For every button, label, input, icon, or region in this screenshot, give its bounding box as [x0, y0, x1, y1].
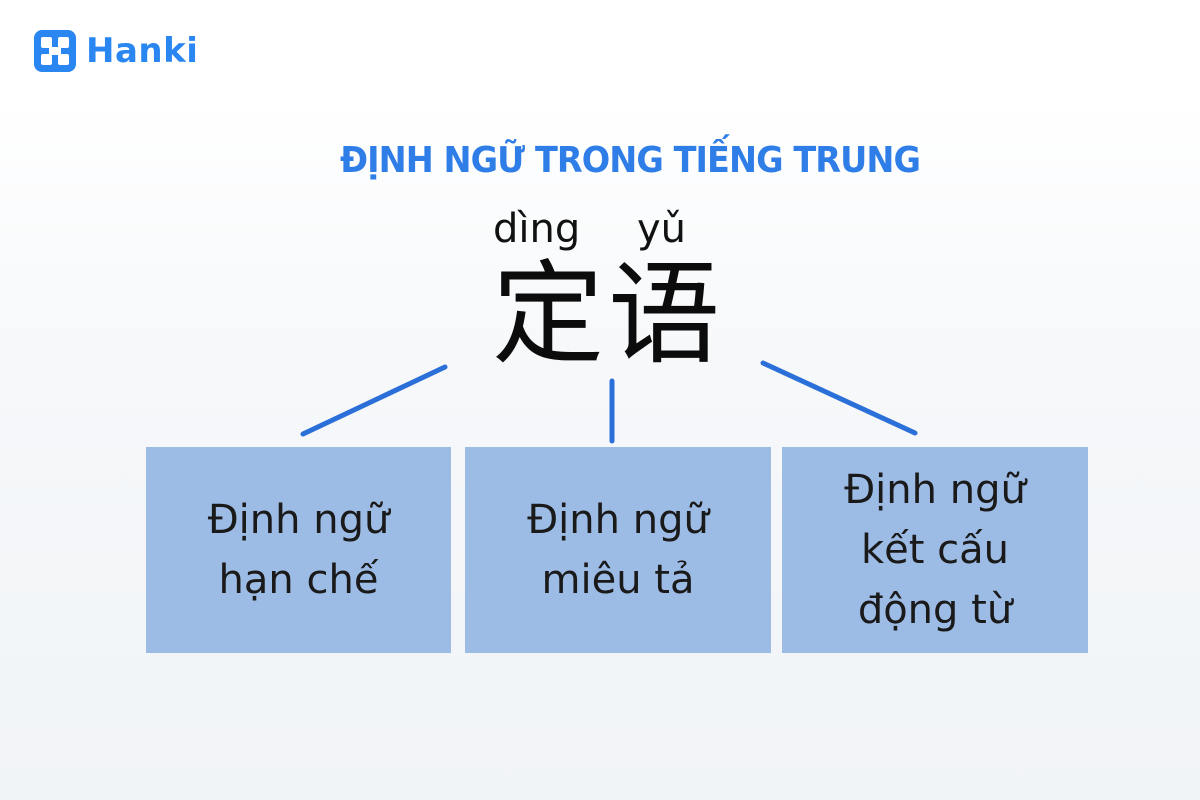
connector-left [300, 364, 448, 437]
diagram-title: ĐỊNH NGỮ TRONG TIẾNG TRUNG [339, 140, 921, 181]
connector-right [760, 360, 918, 436]
box-descriptive-attributive: Định ngữ miêu tả [465, 447, 771, 653]
hanzi-term: 定语 [492, 250, 724, 380]
box-label: Định ngữ miêu tả [527, 497, 709, 603]
box-restrictive-attributive: Định ngữ hạn chế [146, 447, 451, 653]
brand-logo[interactable]: Hanki [34, 30, 198, 72]
box-verb-structure-attributive: Định ngữ kết cấu động từ [782, 447, 1088, 653]
pinyin-yu: yǔ [637, 206, 687, 252]
brand-name: Hanki [86, 31, 199, 71]
pinyin-ding: dìng [493, 206, 581, 252]
box-label: Định ngữ kết cấu động từ [844, 467, 1026, 633]
box-label: Định ngữ hạn chế [207, 497, 390, 603]
hanki-logo-icon [34, 30, 76, 72]
